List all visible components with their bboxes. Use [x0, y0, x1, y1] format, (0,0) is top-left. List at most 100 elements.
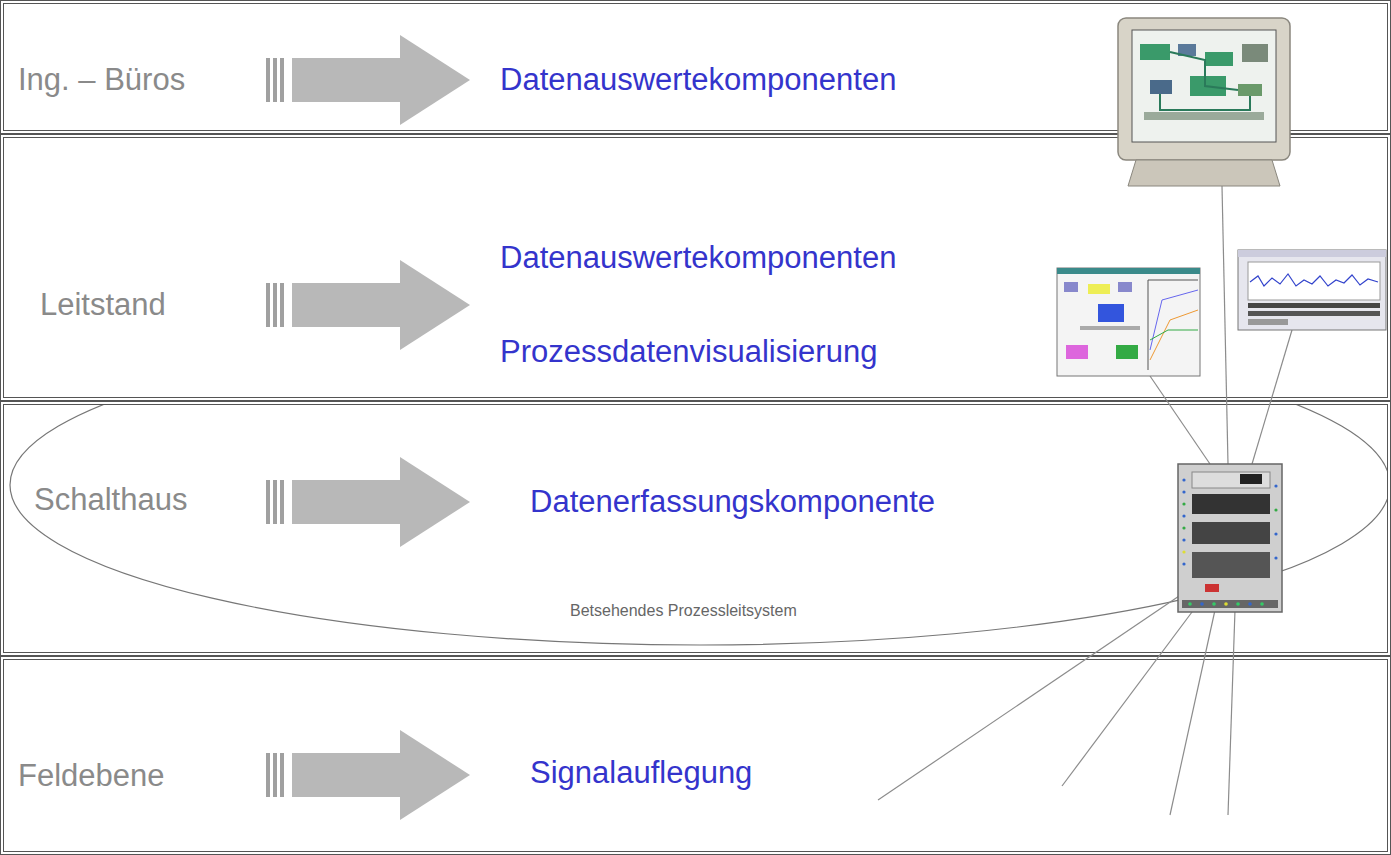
level-arrow-part: [400, 457, 470, 547]
control-cabinet-part: [1192, 472, 1270, 488]
visualisation-screenshot-part: [1057, 268, 1200, 274]
control-cabinet-part: [1192, 552, 1270, 578]
control-cabinet-part: [1182, 478, 1185, 481]
control-cabinet-part: [1224, 602, 1228, 606]
monitor-illustration-part: [1140, 44, 1170, 60]
monitor-illustration-part: [1205, 52, 1233, 66]
control-cabinet-part: [1188, 602, 1192, 606]
visualisation-screenshot-part: [1057, 268, 1200, 376]
control-cabinet: [1178, 464, 1282, 612]
level-arrow-part: [273, 753, 277, 797]
visualisation-screenshot-part: [1150, 290, 1198, 350]
visualisation-screenshot-part: [1148, 280, 1198, 370]
visualisation-screenshot-part: [1150, 310, 1198, 360]
control-cabinet-part: [1182, 514, 1185, 517]
trend-screenshot-part: [1238, 250, 1386, 330]
monitor-illustration-part: [1190, 76, 1226, 96]
level-arrow-part: [292, 753, 402, 797]
ellipse-outline: [10, 405, 1387, 645]
control-cabinet-part: [1200, 602, 1204, 606]
control-cabinet-part: [1260, 602, 1264, 606]
level-name: Schalthaus: [34, 482, 187, 518]
control-cabinet-part: [1182, 490, 1185, 493]
level-arrow-part: [280, 283, 284, 327]
level-arrow-part: [280, 58, 284, 102]
monitor-illustration-part: [1170, 52, 1238, 90]
level-name: Feldebene: [18, 758, 165, 794]
trend-screenshot-part: [1248, 303, 1380, 308]
trend-screenshot-part: [1248, 311, 1380, 316]
component-label: Datenauswertekomponenten: [500, 62, 896, 98]
trend-screenshot-part: [1238, 250, 1386, 257]
signal-wire-part: [1170, 610, 1215, 815]
level-arrow-part: [400, 35, 470, 125]
control-cabinet-part: [1274, 508, 1277, 511]
control-cabinet-part: [1212, 602, 1216, 606]
visualisation-screenshot-part: [1066, 345, 1088, 359]
monitor-illustration-part: [1118, 18, 1290, 160]
visualisation-screenshot-part: [1150, 330, 1198, 340]
level-arrow-part: [292, 58, 402, 102]
level-name: Ing. – Büros: [18, 62, 185, 98]
control-cabinet-part: [1182, 562, 1185, 565]
component-label: Signalauflegung: [530, 755, 752, 791]
control-cabinet-part: [1178, 464, 1282, 612]
signal-wire-part: [1150, 376, 1210, 464]
trend-screenshot: [1238, 250, 1386, 330]
control-cabinet-part: [1182, 600, 1278, 608]
level-arrow-part: [266, 480, 270, 524]
monitor-illustration: [1118, 18, 1290, 186]
visualisation-screenshot-part: [1116, 345, 1138, 359]
visualisation-screenshot-part: [1088, 284, 1110, 294]
control-cabinet-part: [1240, 474, 1262, 484]
boundary-label: Betsehendes Prozessleitsystem: [570, 601, 797, 621]
component-label: Datenerfassungskomponente: [530, 484, 935, 520]
level-arrow-part: [273, 283, 277, 327]
level-arrow-part: [292, 480, 402, 524]
level-band: Ing. – Büros Datenauswertekomponenten: [0, 0, 1391, 134]
trend-screenshot-part: [1250, 274, 1378, 286]
control-cabinet-part: [1182, 502, 1185, 505]
level-arrow-part: [273, 480, 277, 524]
level-band: Feldebene Signalauflegung: [0, 656, 1391, 855]
monitor-illustration-part: [1160, 94, 1250, 110]
level-arrow-part: [400, 730, 470, 820]
monitor-illustration-part: [1144, 112, 1264, 120]
monitor-illustration-part: [1242, 44, 1268, 62]
monitor-illustration-part: [1150, 80, 1172, 94]
level-arrow-part: [292, 283, 402, 327]
component-label: Prozessdatenvisualisierung: [500, 334, 877, 370]
control-cabinet-part: [1192, 494, 1270, 514]
control-cabinet-part: [1205, 584, 1219, 592]
level-arrow-part: [400, 260, 470, 350]
visualisation-screenshot: [1057, 268, 1200, 376]
control-cabinet-part: [1274, 556, 1277, 559]
signal-wire-part: [1228, 610, 1235, 815]
control-cabinet-part: [1182, 538, 1185, 541]
signal-wire: [878, 186, 1292, 815]
trend-screenshot-part: [1248, 262, 1380, 300]
monitor-illustration-part: [1238, 84, 1262, 96]
level-arrow: [266, 35, 470, 125]
signal-wire-part: [1062, 604, 1198, 786]
level-arrow: [266, 260, 470, 350]
level-arrow: [266, 730, 470, 820]
visualisation-screenshot-part: [1118, 282, 1132, 292]
level-band: LeitstandDatenauswertekomponentenProzess…: [0, 134, 1391, 401]
trend-screenshot-part: [1248, 319, 1288, 325]
level-arrow-part: [266, 753, 270, 797]
monitor-illustration-part: [1128, 160, 1280, 186]
monitor-illustration-part: [1132, 30, 1276, 142]
control-cabinet-part: [1192, 522, 1270, 544]
control-cabinet-part: [1182, 550, 1185, 553]
level-arrow-part: [280, 480, 284, 524]
control-cabinet-part: [1236, 602, 1240, 606]
component-label: Datenauswertekomponenten: [500, 240, 896, 276]
visualisation-screenshot-part: [1080, 326, 1140, 330]
monitor-illustration-part: [1178, 44, 1196, 56]
system-boundary: Betsehendes Prozessleitsystem: [4, 405, 1387, 652]
level-arrow-part: [266, 283, 270, 327]
level-arrow-part: [280, 753, 284, 797]
control-cabinet-part: [1182, 526, 1185, 529]
